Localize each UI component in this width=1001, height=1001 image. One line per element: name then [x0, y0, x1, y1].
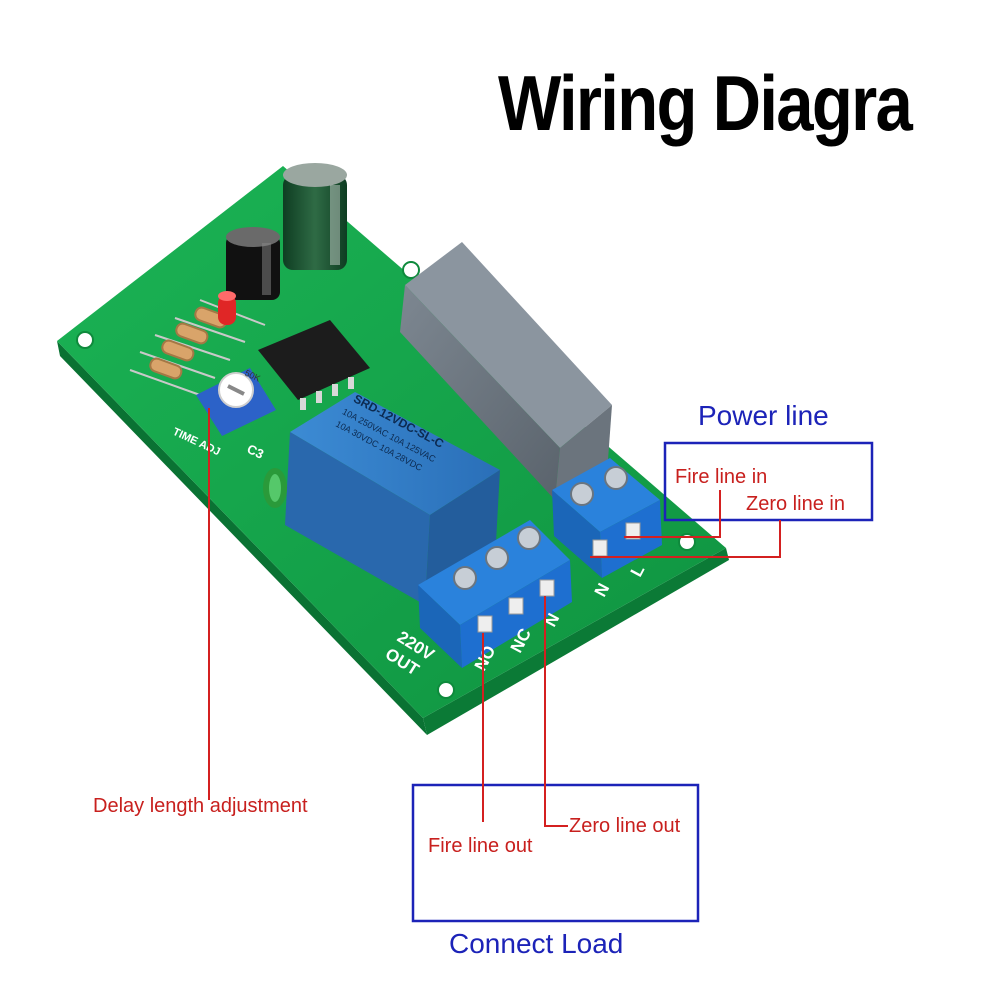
connect-load-label: Connect Load [449, 928, 624, 959]
led [218, 291, 236, 325]
fire-line-out-label: Fire line out [428, 835, 533, 857]
potentiometer: 50K [196, 368, 276, 436]
screw-nc [485, 546, 509, 570]
solid-state-relay [400, 242, 612, 500]
output-terminal-block [418, 520, 572, 668]
zero-line-in-wire [590, 520, 781, 558]
power-line-label: Power line [698, 400, 829, 431]
zero-line-out-wire [544, 596, 568, 827]
ic-chip [258, 320, 370, 410]
inductor [263, 468, 287, 508]
zero-line-out-label: Zero line out [569, 815, 681, 837]
wiring-lines [208, 408, 781, 827]
screw-n-out [517, 526, 541, 550]
zero-line-in-label: Zero line in [746, 493, 845, 515]
fire-line-in-wire [624, 490, 721, 538]
power-line-box [663, 441, 874, 522]
screw-n-in [570, 482, 594, 506]
resistor-array [129, 299, 266, 396]
screw-no [453, 566, 477, 590]
electrolytic-capacitor-large [283, 163, 347, 270]
delay-length-adjustment-label: Delay length adjustment [93, 795, 308, 817]
fire-line-in-label: Fire line in [675, 466, 768, 488]
input-terminal-block [552, 458, 662, 578]
electrolytic-capacitor-small [226, 227, 280, 300]
screw-l-in [604, 466, 628, 490]
connect-load-box [411, 783, 700, 923]
page-title: Wiring Diagra [498, 59, 913, 147]
c3-label: C3 [245, 441, 266, 462]
